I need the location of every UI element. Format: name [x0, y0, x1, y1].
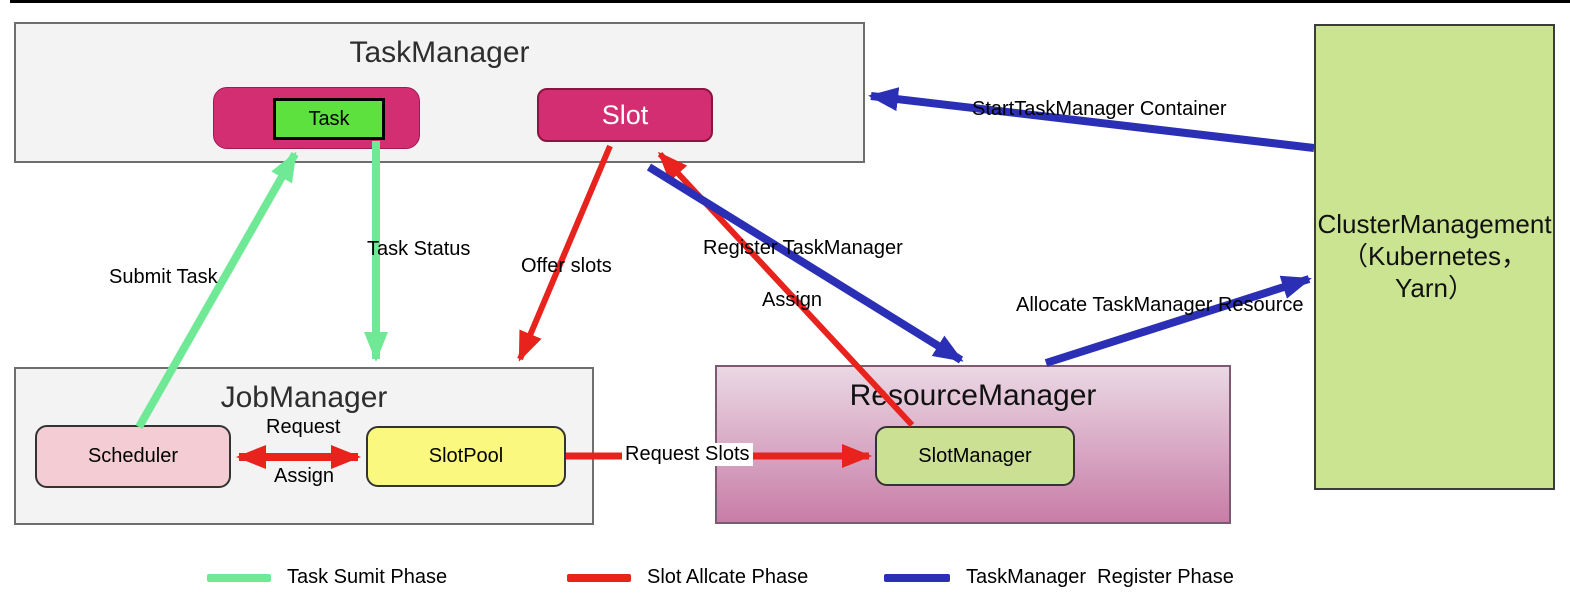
slot-node-label: Slot	[601, 99, 649, 130]
slotmanager-node-label: SlotManager	[918, 444, 1032, 467]
request-slots-label: Request Slots	[622, 443, 753, 466]
clustermanagement-title-line3: Yarn）	[1395, 272, 1474, 303]
allocate-resource-label: Allocate TaskManager Resource	[1016, 294, 1304, 316]
assign-to-slot-label: Assign	[762, 289, 823, 311]
scheduler-node-label: Scheduler	[87, 445, 179, 467]
legend-item-task-submit: Task Sumit Phase	[207, 566, 447, 589]
assign-label: Assign	[274, 465, 335, 487]
arrow-register-taskmanager	[646, 163, 964, 364]
task-node-label: Task	[308, 107, 350, 130]
slot-allocate-phase-label: Slot Allcate Phase	[647, 566, 809, 588]
taskmanager-container: TaskManager	[14, 22, 865, 163]
request-label: Request	[266, 416, 341, 438]
clustermanagement-title-line2: （Kubernetes，	[1342, 241, 1527, 272]
clustermanagement-title: ClusterManagement （Kubernetes， Yarn）	[1317, 209, 1551, 304]
task-submit-phase-label: Task Sumit Phase	[287, 566, 448, 588]
start-taskmanager-label: StartTaskManager Container	[972, 98, 1227, 120]
slotmanager-node: SlotManager	[875, 426, 1075, 486]
resourcemanager-title: ResourceManager	[849, 379, 1097, 412]
scheduler-node: Scheduler	[35, 425, 231, 488]
clustermanagement-title-line1: ClusterManagement	[1317, 209, 1552, 240]
clustermanagement-container: ClusterManagement （Kubernetes， Yarn）	[1314, 24, 1555, 490]
slot-node: Slot	[537, 88, 713, 142]
task-submit-phase-swatch	[207, 573, 271, 582]
legend-item-taskmanager-register: TaskManager Register Phase	[884, 566, 1234, 589]
submit-task-label: Submit Task	[109, 266, 218, 288]
taskmanager-title: TaskManager	[349, 36, 530, 69]
register-taskmanager-label: Register TaskManager	[703, 237, 903, 259]
slotpool-node: SlotPool	[366, 426, 566, 487]
taskmanager-register-phase-swatch	[884, 573, 950, 582]
task-node: Task	[273, 98, 385, 140]
arrow-allocate-resource	[1044, 275, 1312, 367]
legend-item-slot-allocate: Slot Allcate Phase	[567, 566, 808, 589]
offer-slots-label: Offer slots	[521, 255, 612, 277]
arrow-offer-slots	[517, 144, 613, 362]
taskmanager-register-phase-label: TaskManager Register Phase	[966, 566, 1234, 588]
top-border-line	[10, 0, 1570, 3]
slotpool-node-label: SlotPool	[428, 445, 504, 467]
slot-allocate-phase-swatch	[567, 573, 631, 582]
jobmanager-title: JobManager	[220, 381, 388, 414]
task-status-label: Task Status	[367, 238, 471, 260]
